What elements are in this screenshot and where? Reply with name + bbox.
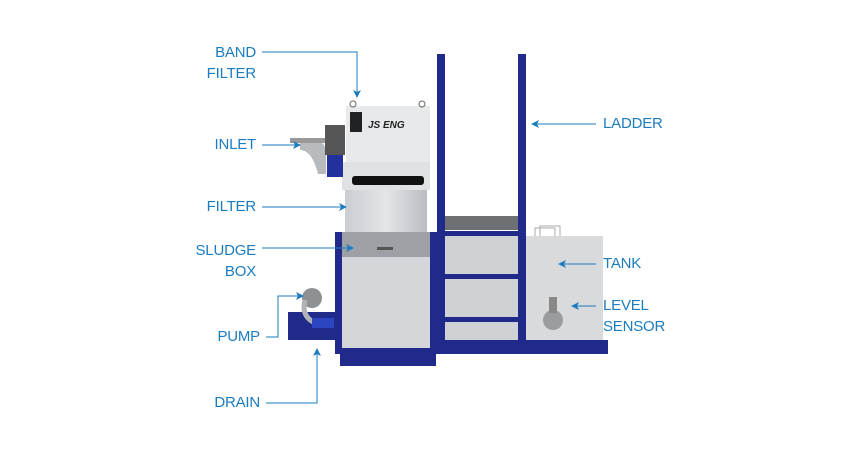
label-drain: DRAIN	[214, 394, 260, 411]
level-sensor	[543, 297, 563, 330]
tank	[440, 225, 608, 354]
inlet-pipe	[290, 138, 326, 174]
label-filter: FILTER	[206, 198, 257, 215]
motor	[325, 125, 345, 177]
pump	[288, 288, 338, 340]
label-level-sensor: LEVEL SENSOR	[603, 295, 665, 337]
label-band-filter-line1: BAND	[215, 44, 256, 61]
label-sludge-box-line1: SLUDGE	[195, 242, 257, 259]
label-level-sensor-line2: SENSOR	[603, 318, 666, 335]
label-sludge-box-line2: BOX	[224, 263, 256, 280]
label-tank: TANK	[603, 255, 642, 272]
leader-lines	[262, 51, 596, 404]
label-band-filter-line2: FILTER	[206, 65, 257, 82]
ladder	[437, 54, 526, 354]
platform-grating	[445, 216, 523, 230]
label-ladder: LADDER	[603, 115, 663, 132]
label-pump: PUMP	[217, 328, 260, 345]
label-inlet: INLET	[214, 136, 256, 153]
label-level-sensor-line1: LEVEL	[603, 297, 649, 314]
label-sludge-box: SLUDGE BOX	[180, 240, 257, 282]
label-band-filter: BAND FILTER	[180, 42, 257, 84]
brand-logo: JS ENG	[368, 120, 405, 131]
band-filter-unit	[335, 100, 438, 366]
